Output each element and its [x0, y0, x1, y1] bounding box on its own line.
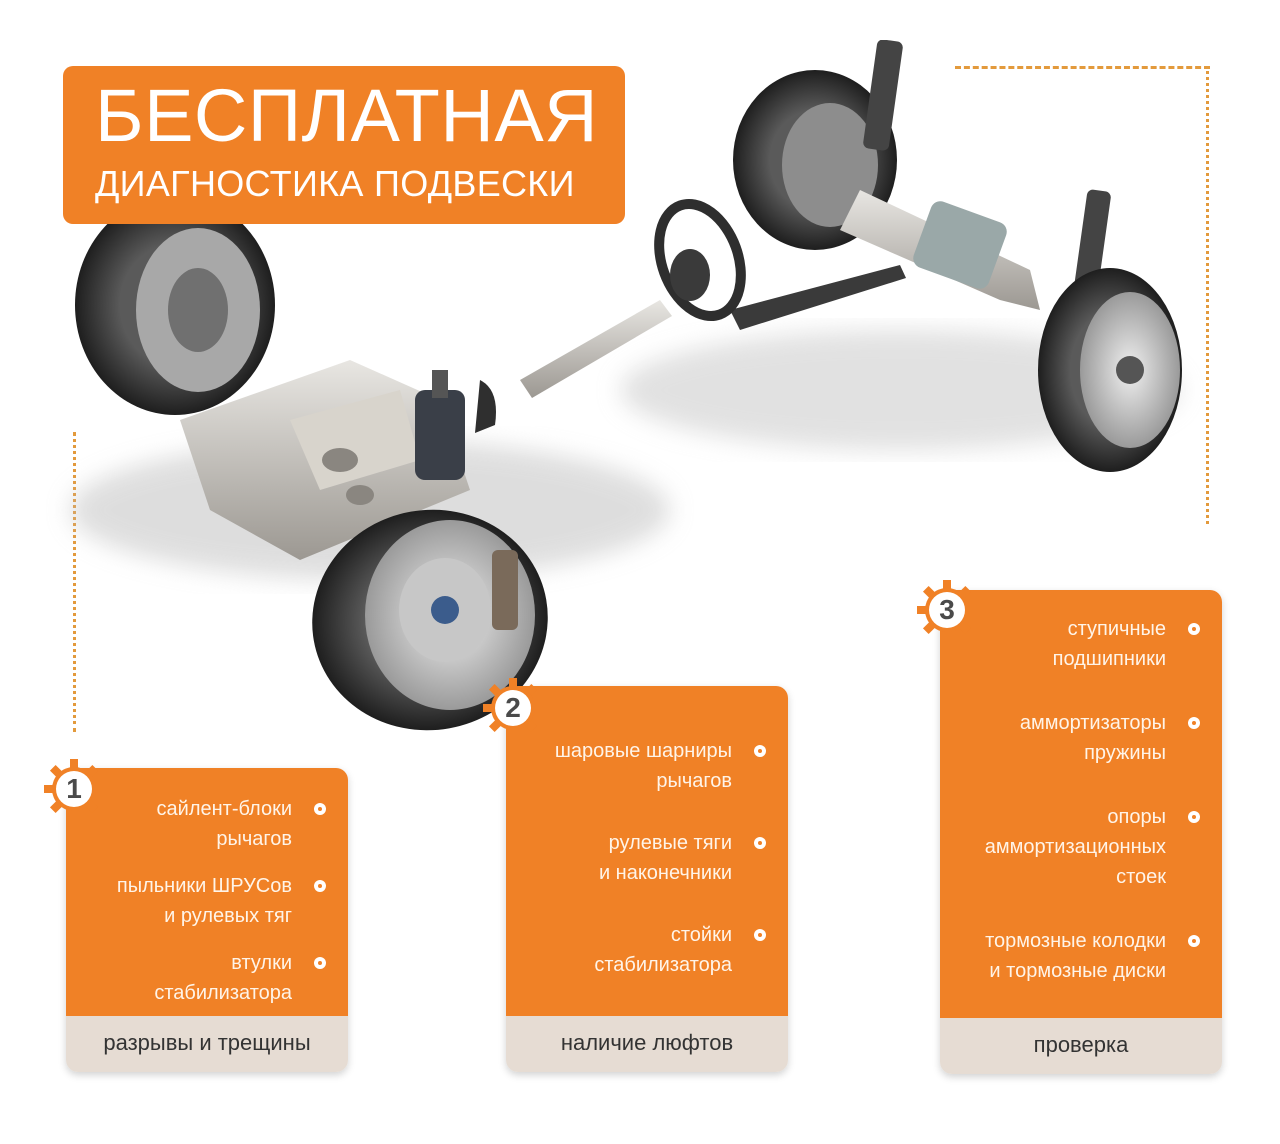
item-label: втулки стабилизатора [154, 952, 292, 1004]
bullet-icon [1188, 935, 1200, 947]
list-item: втулки стабилизатора [66, 948, 326, 1008]
dotted-guide-top [955, 66, 1210, 69]
item-label: рулевые тяги и наконечники [598, 832, 732, 884]
card-footer-label: разрывы и трещины [66, 1016, 348, 1072]
bullet-icon [314, 803, 326, 815]
bullet-icon [754, 929, 766, 941]
step-badge-2: 2 [481, 676, 545, 740]
checklist-card-body: ступичные подшипники аммортизаторы пружи… [940, 590, 1222, 1018]
item-label: ступичные подшипники [1052, 618, 1166, 670]
bullet-icon [754, 837, 766, 849]
gear-icon [44, 759, 104, 819]
headline-banner: БЕСПЛАТНАЯ ДИАГНОСТИКА ПОДВЕСКИ [63, 66, 625, 224]
item-label: опоры аммортизационных стоек [984, 806, 1166, 888]
checklist-card-3: ступичные подшипники аммортизаторы пружи… [940, 590, 1222, 1074]
item-label: аммортизаторы пружины [1019, 712, 1166, 764]
bullet-icon [314, 880, 326, 892]
list-item: аммортизаторы пружины [940, 708, 1200, 768]
step-number: 1 [66, 773, 82, 804]
chassis-illustration [70, 40, 1182, 731]
bullet-icon [314, 957, 326, 969]
item-label: шаровые шарниры рычагов [554, 740, 732, 792]
dotted-guide-left [73, 432, 76, 732]
checklist-card-2: шаровые шарниры рычагов рулевые тяги и н… [506, 686, 788, 1072]
checklist-card-body: шаровые шарниры рычагов рулевые тяги и н… [506, 686, 788, 1016]
headline-title: БЕСПЛАТНАЯ [95, 74, 599, 157]
list-item: стойки стабилизатора [506, 920, 766, 980]
step-number: 3 [939, 594, 955, 625]
item-label: стойки стабилизатора [594, 924, 732, 976]
bullet-icon [1188, 717, 1200, 729]
dotted-guide-right [1206, 66, 1209, 524]
step-number: 2 [505, 692, 521, 723]
card-footer-label: наличие люфтов [506, 1016, 788, 1072]
list-item: рулевые тяги и наконечники [506, 828, 766, 888]
list-item: тормозные колодки и тормозные диски [940, 926, 1200, 986]
step-badge-3: 3 [915, 578, 979, 642]
list-item: ступичные подшипники [940, 614, 1200, 674]
item-label: сайлент-блоки рычагов [156, 798, 292, 850]
bullet-icon [1188, 811, 1200, 823]
gear-icon [917, 580, 977, 640]
item-label: пыльники ШРУСов и рулевых тяг [116, 875, 292, 927]
item-label: тормозные колодки и тормозные диски [985, 930, 1166, 982]
headline-subtitle: ДИАГНОСТИКА ПОДВЕСКИ [95, 163, 575, 204]
bullet-icon [1188, 623, 1200, 635]
checklist-card-body: сайлент-блоки рычагов пыльники ШРУСов и … [66, 768, 348, 1016]
list-item: шаровые шарниры рычагов [506, 736, 766, 796]
list-item: пыльники ШРУСов и рулевых тяг [66, 871, 326, 931]
gear-icon [483, 678, 543, 738]
step-badge-1: 1 [42, 757, 106, 821]
bullet-icon [754, 745, 766, 757]
list-item: сайлент-блоки рычагов [66, 794, 326, 854]
checklist-card-1: сайлент-блоки рычагов пыльники ШРУСов и … [66, 768, 348, 1072]
card-footer-label: проверка [940, 1018, 1222, 1074]
list-item: опоры аммортизационных стоек [940, 802, 1200, 892]
